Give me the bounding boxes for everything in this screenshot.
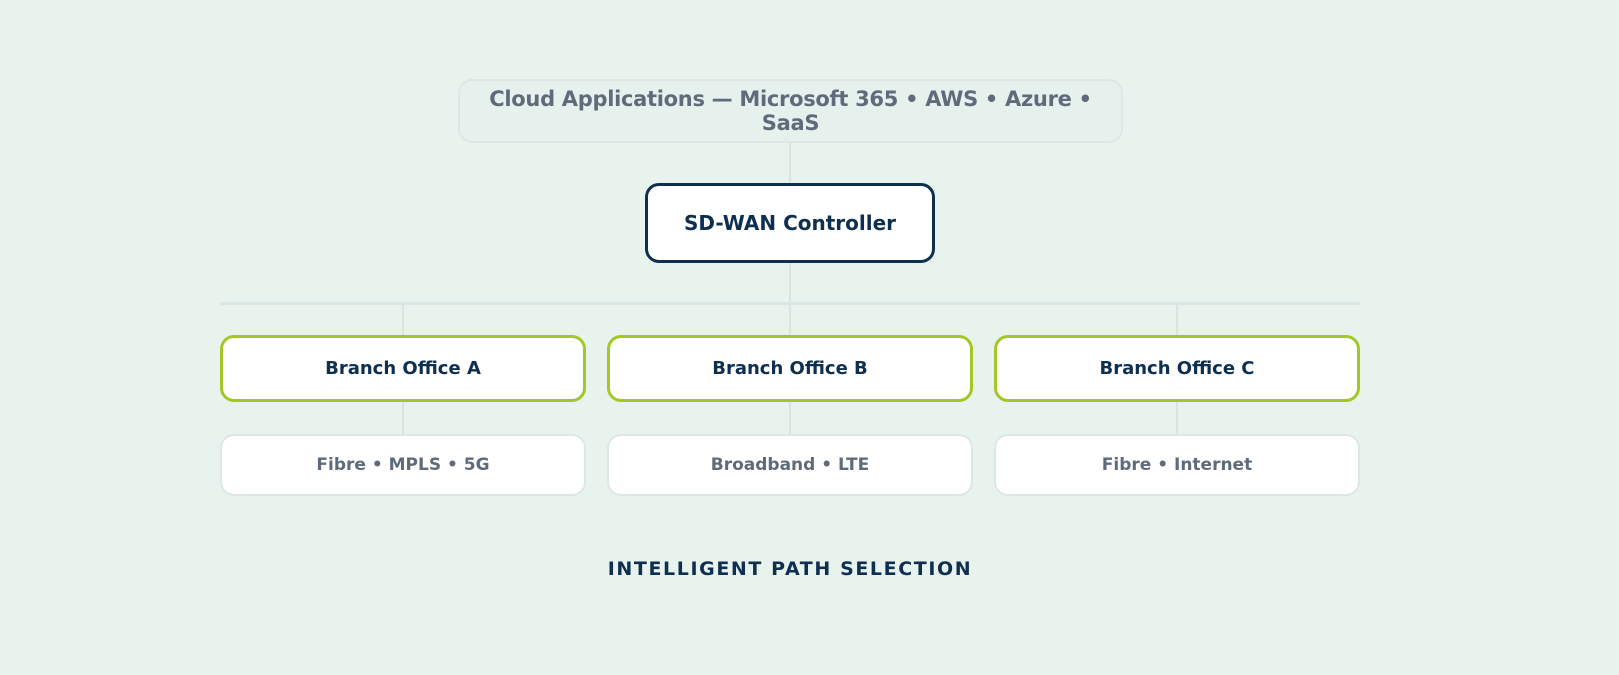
controller-to-bus-connector — [789, 263, 791, 303]
diagram-caption: INTELLIGENT PATH SELECTION — [607, 558, 973, 580]
cloud-to-controller-connector — [789, 143, 791, 183]
branch-bus-line — [220, 302, 1360, 305]
branch-office-b-node: Branch Office B — [607, 335, 973, 402]
cloud-applications-node: Cloud Applications — Microsoft 365 • AWS… — [458, 79, 1123, 143]
branch-a-links-node: Fibre • MPLS • 5G — [220, 434, 586, 496]
cloud-applications-label: Cloud Applications — Microsoft 365 • AWS… — [489, 87, 1092, 135]
branch-c-links-label: Fibre • Internet — [1101, 455, 1253, 475]
branch-office-c-node: Branch Office C — [994, 335, 1360, 402]
sd-wan-controller-label: SD-WAN Controller — [683, 211, 897, 235]
branch-office-c-label: Branch Office C — [1099, 358, 1255, 379]
bus-to-branch-b-connector — [789, 304, 791, 335]
branch-a-to-links-connector — [402, 402, 404, 434]
branch-b-links-node: Broadband • LTE — [607, 434, 973, 496]
branch-office-a-node: Branch Office A — [220, 335, 586, 402]
branch-c-links-node: Fibre • Internet — [994, 434, 1360, 496]
branch-c-to-links-connector — [1176, 402, 1178, 434]
sd-wan-controller-node: SD-WAN Controller — [645, 183, 935, 263]
bus-to-branch-c-connector — [1176, 304, 1178, 335]
branch-a-links-label: Fibre • MPLS • 5G — [316, 455, 490, 475]
branch-office-a-label: Branch Office A — [325, 358, 481, 379]
branch-b-links-label: Broadband • LTE — [710, 455, 870, 475]
branch-b-to-links-connector — [789, 402, 791, 434]
branch-office-b-label: Branch Office B — [712, 358, 868, 379]
bus-to-branch-a-connector — [402, 304, 404, 335]
